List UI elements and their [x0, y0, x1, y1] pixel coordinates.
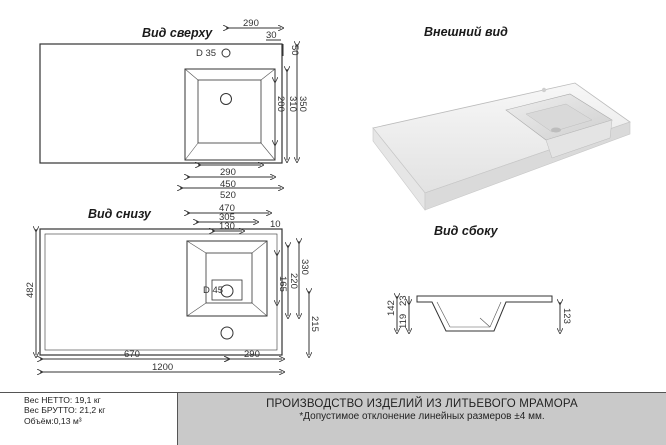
side-view-title: Вид сбоку — [434, 224, 499, 238]
top-view-basin-inner — [197, 79, 262, 144]
gross-weight: Вес БРУТТО: 21,2 кг — [24, 405, 106, 416]
side-dim-142: 142 — [386, 300, 397, 316]
bottom-dim-330: 330 — [299, 259, 310, 275]
bottom-view: Вид снизу D 45 470 305 130 10 165 220 33… — [25, 203, 320, 373]
exterior-drain — [551, 127, 561, 133]
bottom-dim-165: 165 — [277, 276, 288, 292]
exterior-faucet-hole — [541, 87, 547, 93]
bottom-dim-1200: 1200 — [152, 362, 173, 373]
top-view: Вид сверху D 35 290 30 290 450 520 50 20… — [39, 18, 308, 201]
bottom-dim-130: 130 — [219, 221, 235, 232]
top-dim-30: 30 — [266, 30, 277, 41]
top-dim-350: 350 — [297, 96, 308, 112]
top-dim-520: 520 — [220, 190, 236, 201]
top-drain-circle — [220, 93, 232, 105]
net-weight: Вес НЕТТО: 19,1 кг — [24, 395, 101, 405]
bottom-dim-10: 10 — [270, 219, 281, 230]
side-dim-23: 23 — [398, 295, 409, 306]
banner-note: *Допустимое отклонение линейных размеров… — [299, 411, 545, 422]
side-view: Вид сбоку 142 119 23 123 — [386, 224, 572, 331]
top-dim-290-bottom: 290 — [220, 167, 236, 178]
top-dim-450: 450 — [220, 179, 236, 190]
bottom-view-title: Вид снизу — [88, 207, 152, 221]
bottom-dim-215: 215 — [309, 316, 320, 332]
volume: Объём:0,13 м³ — [24, 415, 82, 426]
bottom-faucet-hole — [220, 326, 234, 340]
bottom-dim-305: 305 — [219, 212, 235, 223]
side-dim-123: 123 — [561, 308, 572, 324]
top-drain-label: D 35 — [196, 48, 216, 59]
bottom-dim-290: 290 — [244, 349, 260, 360]
side-view-profile — [416, 295, 553, 332]
bottom-drain-circle — [220, 284, 234, 298]
exterior-basin-bottom — [525, 103, 593, 133]
bottom-drain-label: D 45 — [203, 285, 223, 296]
banner-title: ПРОИЗВОДСТВО ИЗДЕЛИЙ ИЗ ЛИТЬЕВОГО МРАМОР… — [266, 398, 578, 410]
technical-drawing: Вид сверху D 35 290 30 290 450 520 50 20… — [25, 18, 631, 392]
bottom-dim-470: 470 — [219, 203, 235, 214]
top-dim-310: 310 — [287, 96, 298, 112]
exterior-view-title: Внешний вид — [424, 25, 508, 39]
bottom-dim-670: 670 — [124, 349, 140, 360]
bottom-dim-482: 482 — [25, 282, 36, 298]
footer: Вес НЕТТО: 19,1 кг Вес БРУТТО: 21,2 кг О… — [0, 392, 666, 445]
side-dim-119: 119 — [398, 314, 409, 329]
bottom-dim-220: 220 — [288, 273, 299, 289]
specs-box: Вес НЕТТО: 19,1 кг Вес БРУТТО: 21,2 кг О… — [0, 393, 178, 445]
exterior-basin-underside — [545, 119, 613, 159]
top-dim-290-top: 290 — [243, 18, 259, 29]
exterior-view: Внешний вид — [372, 25, 631, 211]
top-view-title: Вид сверху — [142, 26, 213, 40]
top-dim-50: 50 — [289, 45, 300, 56]
production-banner: ПРОИЗВОДСТВО ИЗДЕЛИЙ ИЗ ЛИТЬЕВОГО МРАМОР… — [178, 393, 666, 445]
top-faucet-hole — [221, 48, 231, 58]
top-dim-200: 200 — [275, 96, 286, 112]
